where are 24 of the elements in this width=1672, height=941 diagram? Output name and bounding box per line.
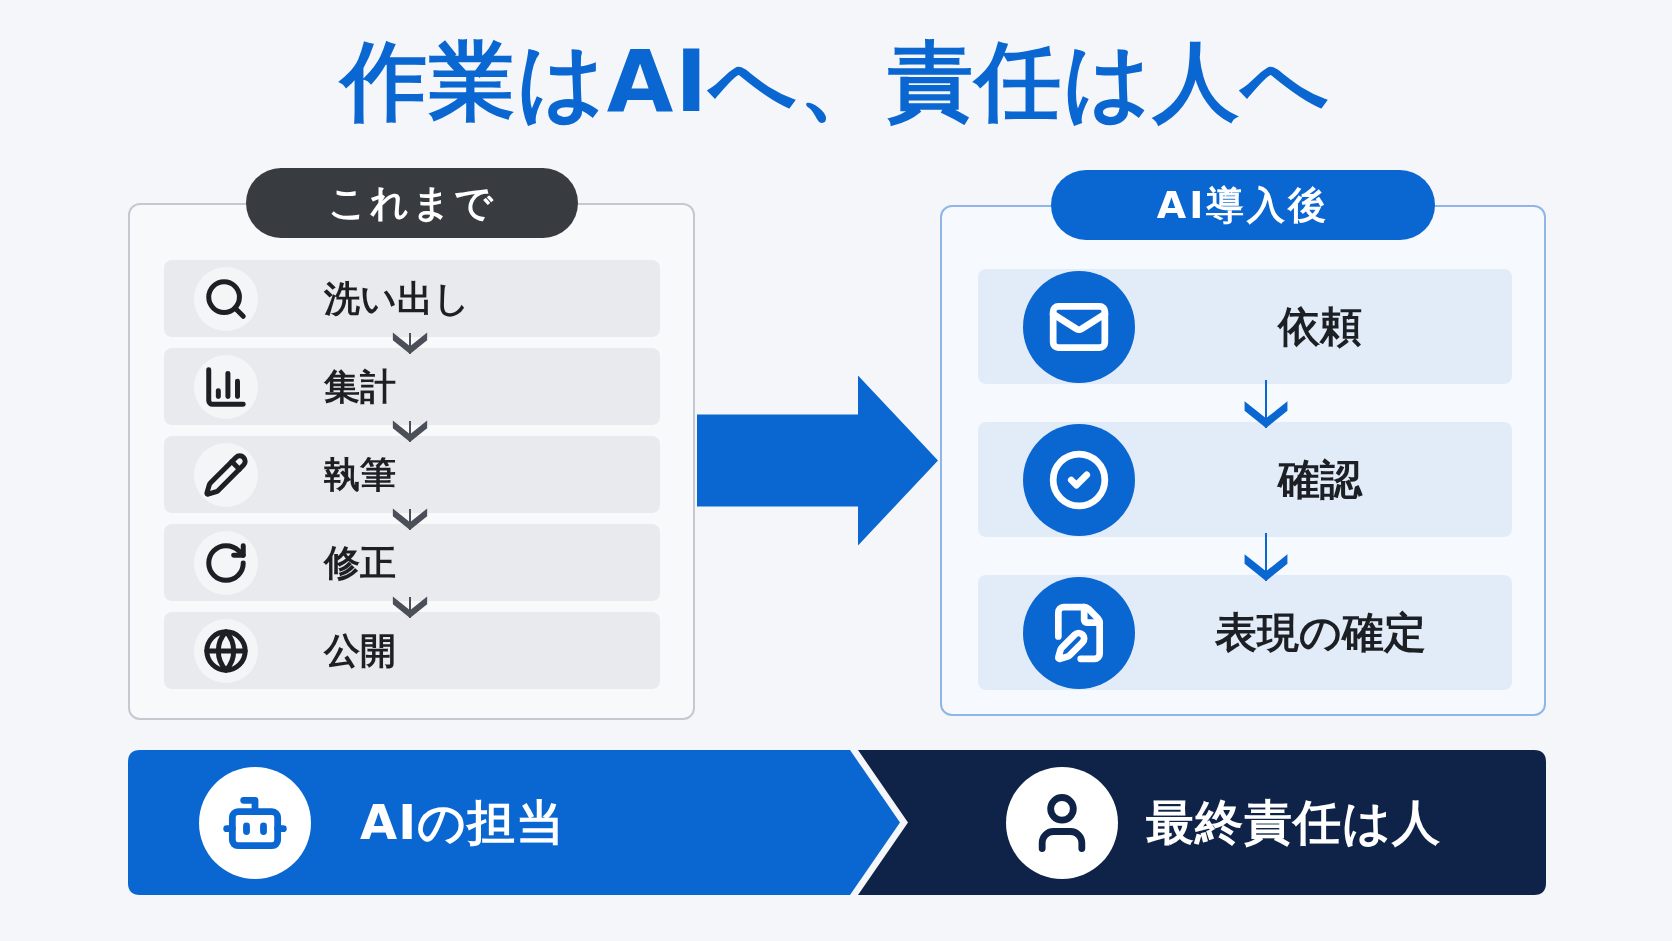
- step-box: [164, 260, 660, 337]
- step-label: 執筆: [324, 452, 396, 496]
- step-label: 集計: [324, 364, 396, 408]
- band: [858, 750, 1546, 895]
- block-arrow: [697, 375, 938, 546]
- chevron-band: [128, 750, 900, 895]
- band-label: 最終責任は人: [1146, 792, 1441, 852]
- title: 作業はAIへ、責任は人へ: [337, 30, 1333, 133]
- step-box: [978, 422, 1512, 537]
- step-label: 洗い出し: [324, 276, 470, 320]
- step-label: 依頼: [1276, 300, 1363, 353]
- panel-heading: これまで: [245, 168, 578, 238]
- step-box: [164, 348, 660, 425]
- band-label: AIの担当: [360, 792, 565, 852]
- step-box: [978, 575, 1512, 690]
- step-box: [164, 612, 660, 689]
- panel-heading: AI導入後: [1051, 170, 1435, 240]
- step-box: [164, 436, 660, 513]
- step-label: 表現の確定: [1213, 606, 1427, 659]
- step-label: 修正: [324, 540, 396, 584]
- step-label: 確認: [1276, 453, 1364, 506]
- step-box: [164, 524, 660, 601]
- step-box: [978, 269, 1512, 384]
- step-label: 公開: [324, 628, 396, 672]
